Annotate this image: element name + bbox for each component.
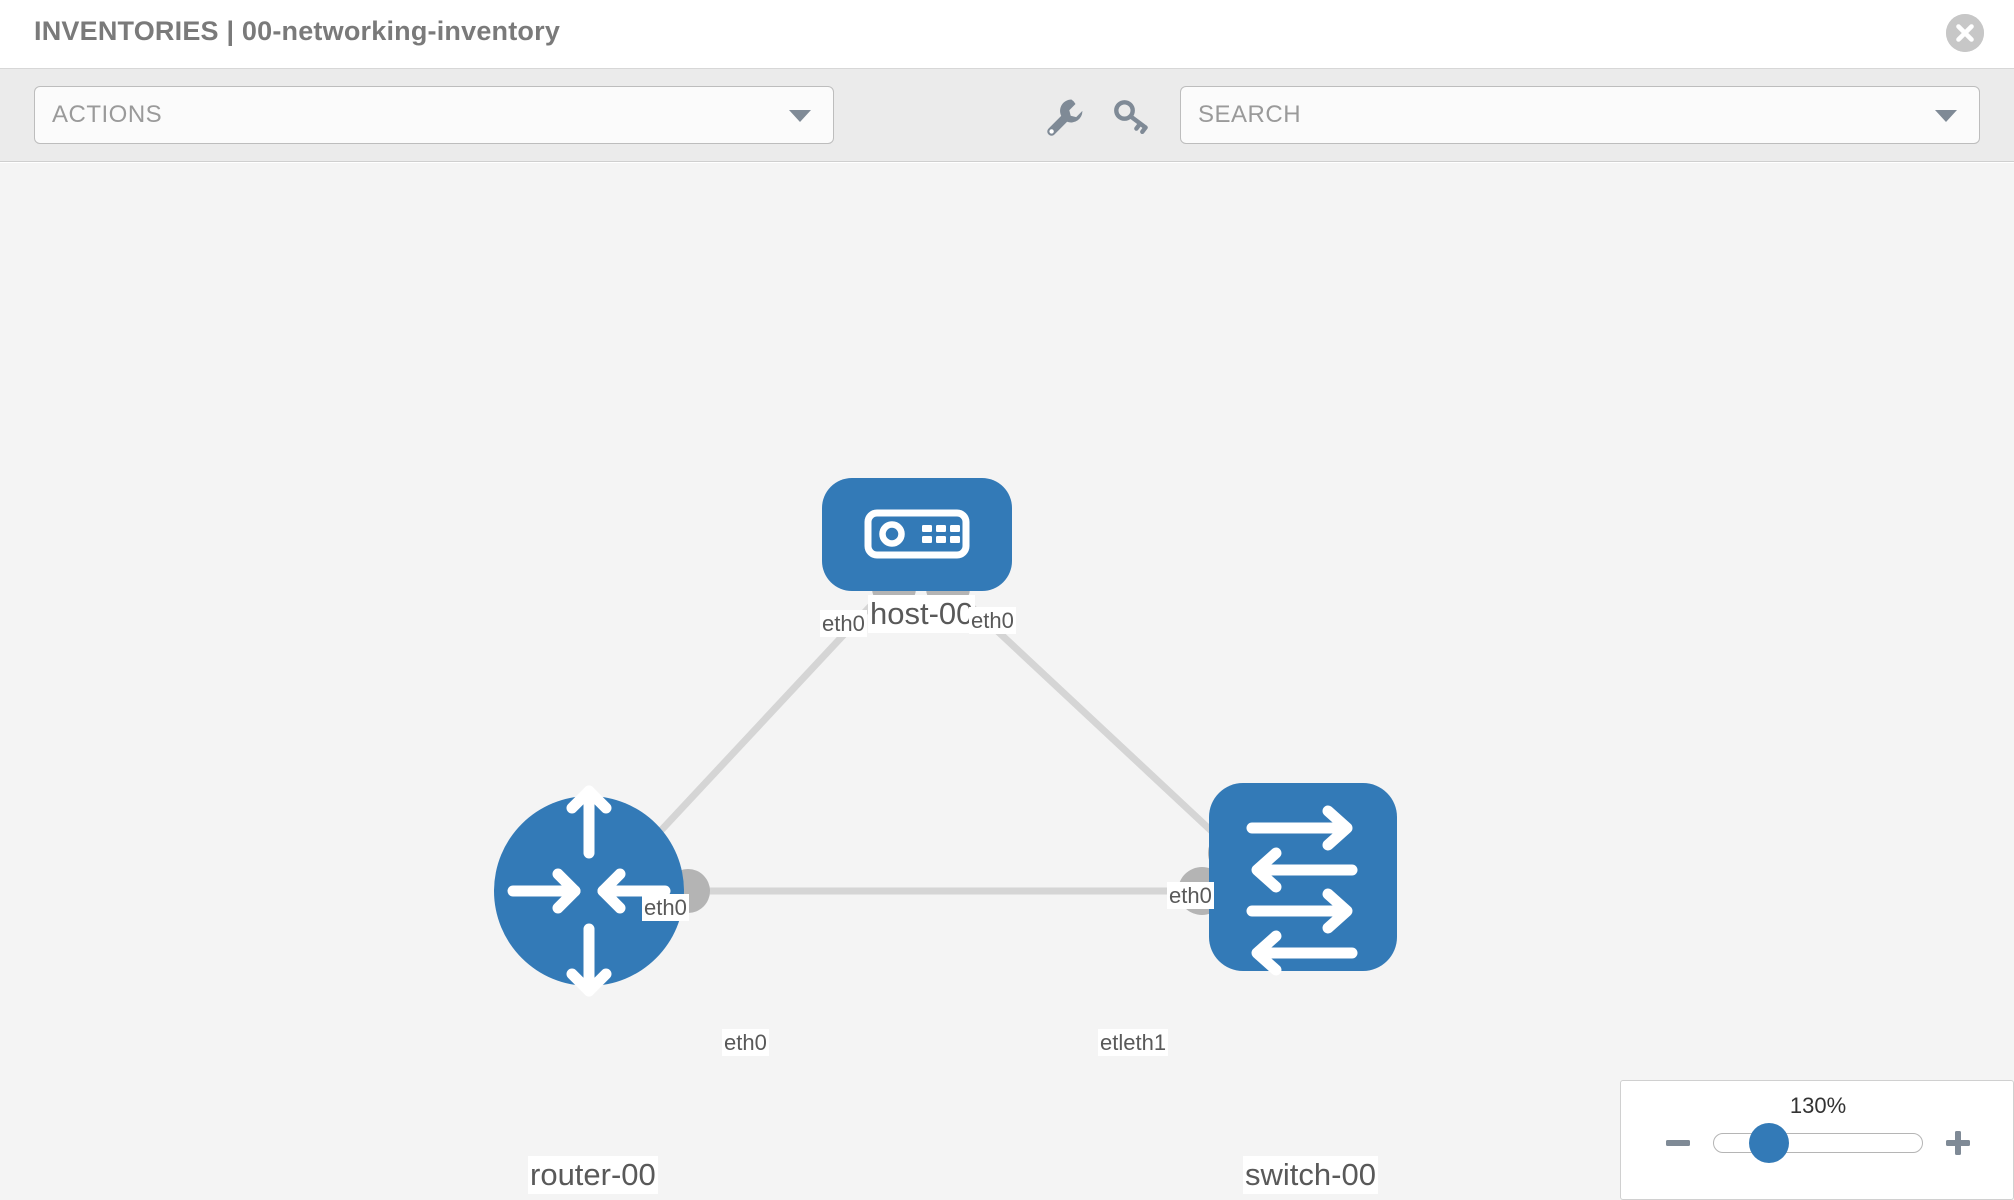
zoom-slider[interactable]	[1713, 1133, 1923, 1153]
node-label-host-00: host-00	[868, 595, 976, 633]
chevron-down-icon	[1935, 110, 1957, 122]
plus-icon[interactable]	[1943, 1128, 1973, 1158]
port-label-router-right: eth0	[722, 1029, 769, 1057]
chevron-down-icon	[789, 110, 811, 122]
search-placeholder: SEARCH	[1198, 101, 1302, 128]
node-label-router-00: router-00	[528, 1156, 658, 1194]
zoom-slider-thumb[interactable]	[1749, 1123, 1789, 1163]
port-label-host-left: eth0	[820, 610, 867, 638]
node-label-switch-00: switch-00	[1243, 1156, 1378, 1194]
zoom-control: 130%	[1620, 1080, 2014, 1200]
page-title: INVENTORIES | 00-networking-inventory	[34, 16, 561, 46]
page-header: INVENTORIES | 00-networking-inventory	[0, 0, 2014, 69]
port-label-switch-left: etleth1	[1098, 1029, 1169, 1057]
close-icon[interactable]	[1946, 14, 1984, 52]
actions-dropdown[interactable]: ACTIONS	[34, 86, 834, 144]
minus-icon[interactable]	[1663, 1128, 1693, 1158]
port-label-host-right: eth0	[969, 607, 1016, 635]
node-switch-00	[1209, 783, 1397, 976]
toolbar: ACTIONS SEARCH	[0, 69, 2014, 162]
zoom-level-label: 130%	[1789, 1093, 1847, 1118]
port-label-switch-up: eth0	[1167, 882, 1214, 910]
node-host-00	[822, 478, 1012, 591]
actions-dropdown-label: ACTIONS	[52, 101, 163, 128]
wrench-icon[interactable]	[1040, 93, 1086, 139]
search-input[interactable]: SEARCH	[1180, 86, 1980, 144]
key-icon[interactable]	[1108, 93, 1154, 139]
node-router-00	[494, 785, 684, 997]
port-label-router-up: eth0	[642, 894, 689, 922]
topology-canvas[interactable]: eth0 host-00 eth0 eth0 eth0 eth0 etleth1…	[0, 163, 2014, 1200]
